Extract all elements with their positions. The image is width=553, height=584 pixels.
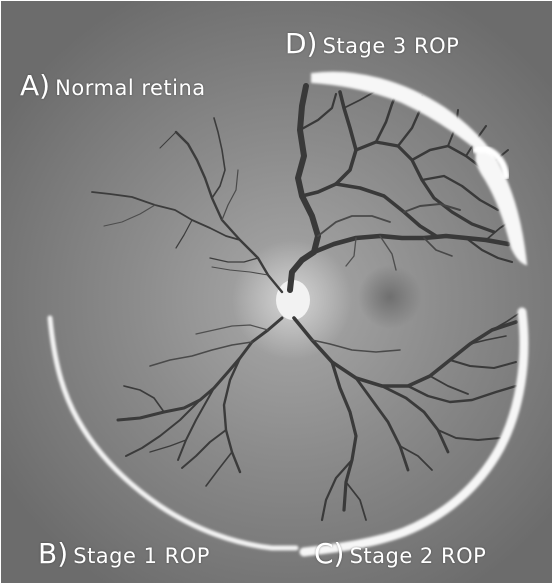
label-a-text: Normal retina — [55, 76, 206, 100]
label-c-letter: C) — [314, 537, 344, 570]
label-normal-retina: A) Normal retina — [20, 72, 206, 100]
label-stage-1-rop: B) Stage 1 ROP — [38, 540, 210, 568]
label-c-text: Stage 2 ROP — [350, 544, 487, 568]
label-stage-3-rop: D) Stage 3 ROP — [285, 30, 459, 58]
label-a-letter: A) — [20, 69, 50, 102]
label-d-text: Stage 3 ROP — [323, 34, 460, 58]
label-b-text: Stage 1 ROP — [73, 544, 210, 568]
label-stage-2-rop: C) Stage 2 ROP — [314, 540, 486, 568]
label-b-letter: B) — [38, 537, 68, 570]
macula — [358, 265, 422, 329]
label-d-letter: D) — [285, 27, 317, 60]
